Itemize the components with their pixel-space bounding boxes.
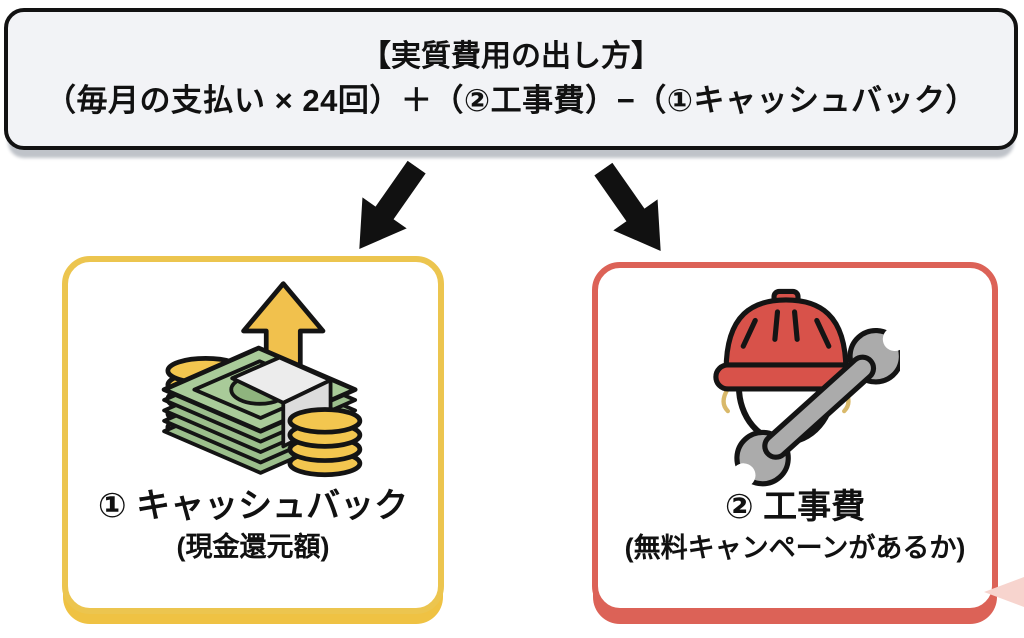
construction-card: ② 工事費 (無料キャンペーンがあるか)	[592, 262, 998, 614]
formula-title: 【実質費用の出し方】	[361, 40, 661, 73]
cashback-card: ① キャッシュバック (現金還元額)	[62, 256, 444, 614]
arrow-down-right-shape	[594, 162, 661, 251]
cashback-money-svg	[161, 281, 363, 478]
construction-card-subtitle: (無料キャンペーンがあるか)	[624, 533, 966, 564]
worker-wrench-icon	[690, 288, 900, 489]
formula-box: 【実質費用の出し方】 （毎月の支払い × 24回）＋（②工事費）−（①キャッシュ…	[4, 8, 1018, 150]
page-curl-artifact	[984, 577, 1024, 607]
worker-wrench-svg	[713, 288, 900, 488]
arrow-down-left-icon	[335, 150, 442, 266]
arrow-down-right-icon	[579, 152, 686, 268]
cashback-card-title: ① キャッシュバック	[97, 487, 409, 525]
cashback-card-subtitle: (現金還元額)	[176, 532, 330, 563]
formula-expression: （毎月の支払い × 24回）＋（②工事費）−（①キャッシュバック）	[45, 83, 977, 118]
arrow-down-left-shape	[359, 160, 426, 249]
cashback-money-icon	[139, 278, 367, 488]
construction-card-title: ② 工事費	[724, 488, 866, 526]
